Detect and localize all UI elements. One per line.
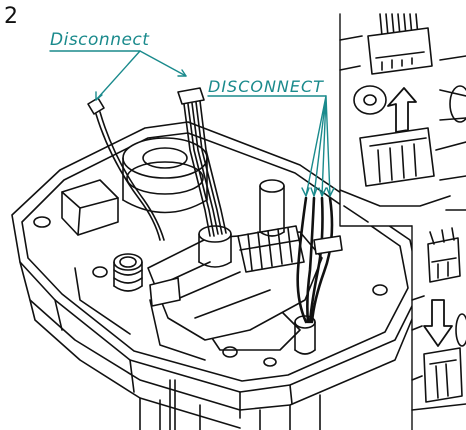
inset-top-right [339, 13, 466, 227]
wire-bundle [296, 196, 343, 324]
circuit-board [147, 225, 323, 341]
up-arrow-icon [387, 87, 417, 133]
callout-label-disconnect: Disconnect [50, 30, 150, 50]
inset-bottom-right [411, 225, 466, 430]
step-number: 2 [4, 4, 18, 29]
callout-label-disconnect-caps: DISCONNECT [208, 77, 324, 96]
callout-leaders [49, 50, 335, 197]
down-arrow-icon [423, 299, 453, 347]
cylinders [61, 137, 316, 355]
ribbon-cable [87, 87, 227, 241]
